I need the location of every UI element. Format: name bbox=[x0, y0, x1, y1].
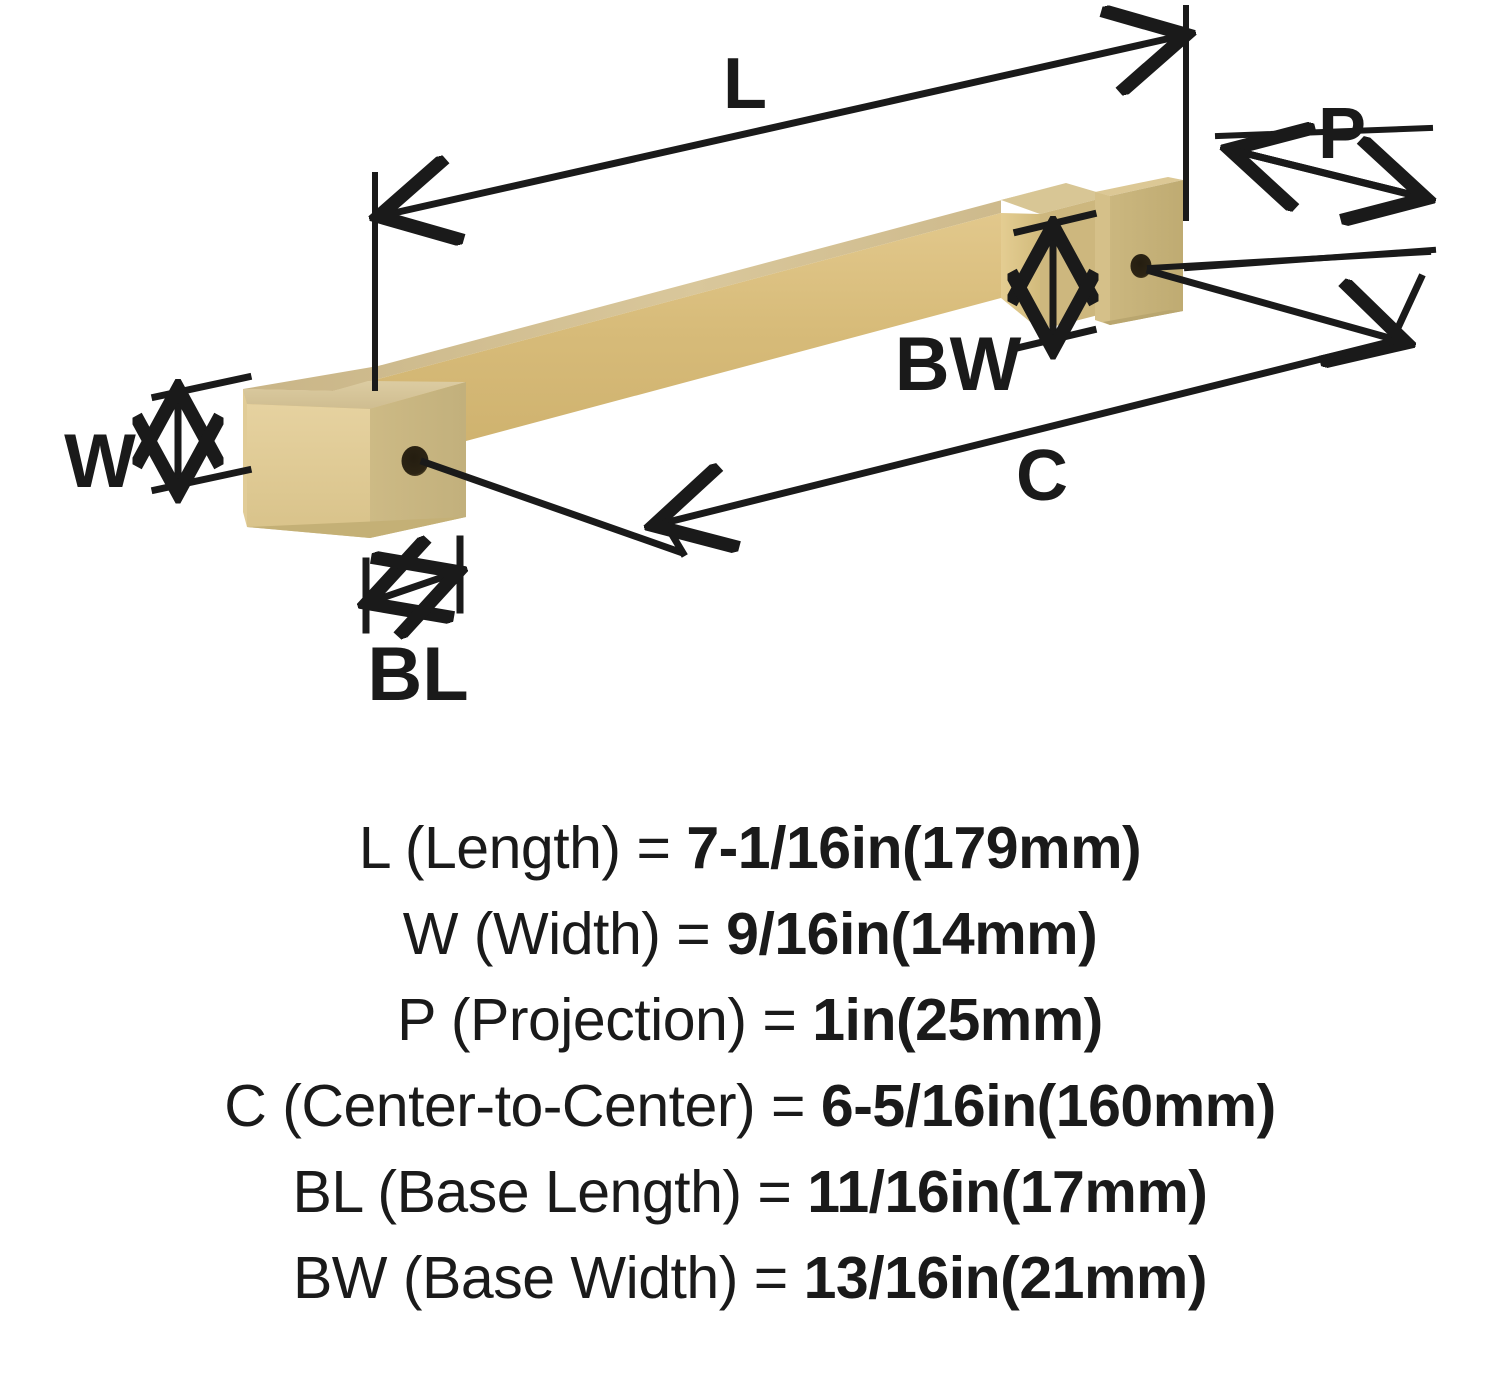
c-leader-segment bbox=[660, 518, 688, 558]
spec-row-width: W (Width) = 9/16in(14mm) bbox=[0, 891, 1500, 977]
spec-label-base-width: BW (Base Width) = bbox=[292, 1245, 804, 1311]
right-foot-face bbox=[1095, 192, 1110, 325]
spec-row-length: L (Length) = 7-1/16in(179mm) bbox=[0, 805, 1500, 891]
spec-value-length: 7-1/16in(179mm) bbox=[686, 815, 1142, 881]
callout-L: L bbox=[723, 44, 767, 124]
callout-BW: BW bbox=[895, 322, 1022, 407]
c-dimension-line-right bbox=[1385, 273, 1426, 350]
bl-dimension-line bbox=[373, 574, 452, 601]
c-dimension-line-lower bbox=[660, 335, 1402, 524]
dimension-annotations bbox=[155, 8, 1433, 630]
specification-list: L (Length) = 7-1/16in(179mm) W (Width) =… bbox=[0, 805, 1500, 1385]
w-extension-bottom bbox=[150, 465, 253, 495]
spec-label-width: W (Width) = bbox=[402, 901, 727, 967]
spec-label-length: L (Length) = bbox=[358, 815, 687, 881]
l-dimension-line bbox=[385, 36, 1180, 215]
callout-P: P bbox=[1318, 94, 1366, 174]
spec-value-base-width: 13/16in(21mm) bbox=[803, 1245, 1208, 1311]
diagram-svg: L P BW C W BL bbox=[64, 0, 1500, 717]
left-foot-left-face bbox=[247, 404, 370, 538]
spec-label-projection: P (Projection) = bbox=[397, 987, 813, 1053]
spec-row-center-to-center: C (Center-to-Center) = 6-5/16in(160mm) bbox=[0, 1063, 1500, 1149]
spec-value-width: 9/16in(14mm) bbox=[726, 901, 1098, 967]
c-leader-to-left-hole bbox=[419, 457, 685, 557]
spec-row-projection: P (Projection) = 1in(25mm) bbox=[0, 977, 1500, 1063]
spec-value-base-length: 11/16in(17mm) bbox=[807, 1159, 1208, 1225]
left-foot-side bbox=[243, 389, 247, 527]
right-foot-bottom bbox=[1103, 310, 1183, 325]
spec-row-base-width: BW (Base Width) = 13/16in(21mm) bbox=[0, 1235, 1500, 1321]
callout-BL: BL bbox=[367, 632, 468, 717]
left-screw-hole bbox=[401, 446, 429, 476]
spec-label-center-to-center: C (Center-to-Center) = bbox=[224, 1073, 821, 1139]
spec-value-center-to-center: 6-5/16in(160mm) bbox=[820, 1073, 1276, 1139]
spec-value-projection: 1in(25mm) bbox=[812, 987, 1103, 1053]
spec-row-base-length: BL (Base Length) = 11/16in(17mm) bbox=[0, 1149, 1500, 1235]
left-foot-top bbox=[243, 381, 466, 409]
product-dimension-diagram: L P BW C W BL bbox=[64, 0, 1500, 717]
callout-labels: L P BW C W BL bbox=[64, 44, 1366, 717]
left-foot-bottom bbox=[247, 517, 466, 538]
c-dimension-line-upper bbox=[1145, 266, 1400, 341]
w-extension-top bbox=[150, 372, 253, 402]
callout-C: C bbox=[1016, 436, 1068, 516]
p-dimension-line-b bbox=[1227, 150, 1420, 197]
right-foot-front-face bbox=[1110, 180, 1183, 325]
callout-W: W bbox=[64, 419, 136, 504]
c-extension-right bbox=[1146, 248, 1432, 272]
spec-label-base-length: BL (Base Length) = bbox=[292, 1159, 808, 1225]
